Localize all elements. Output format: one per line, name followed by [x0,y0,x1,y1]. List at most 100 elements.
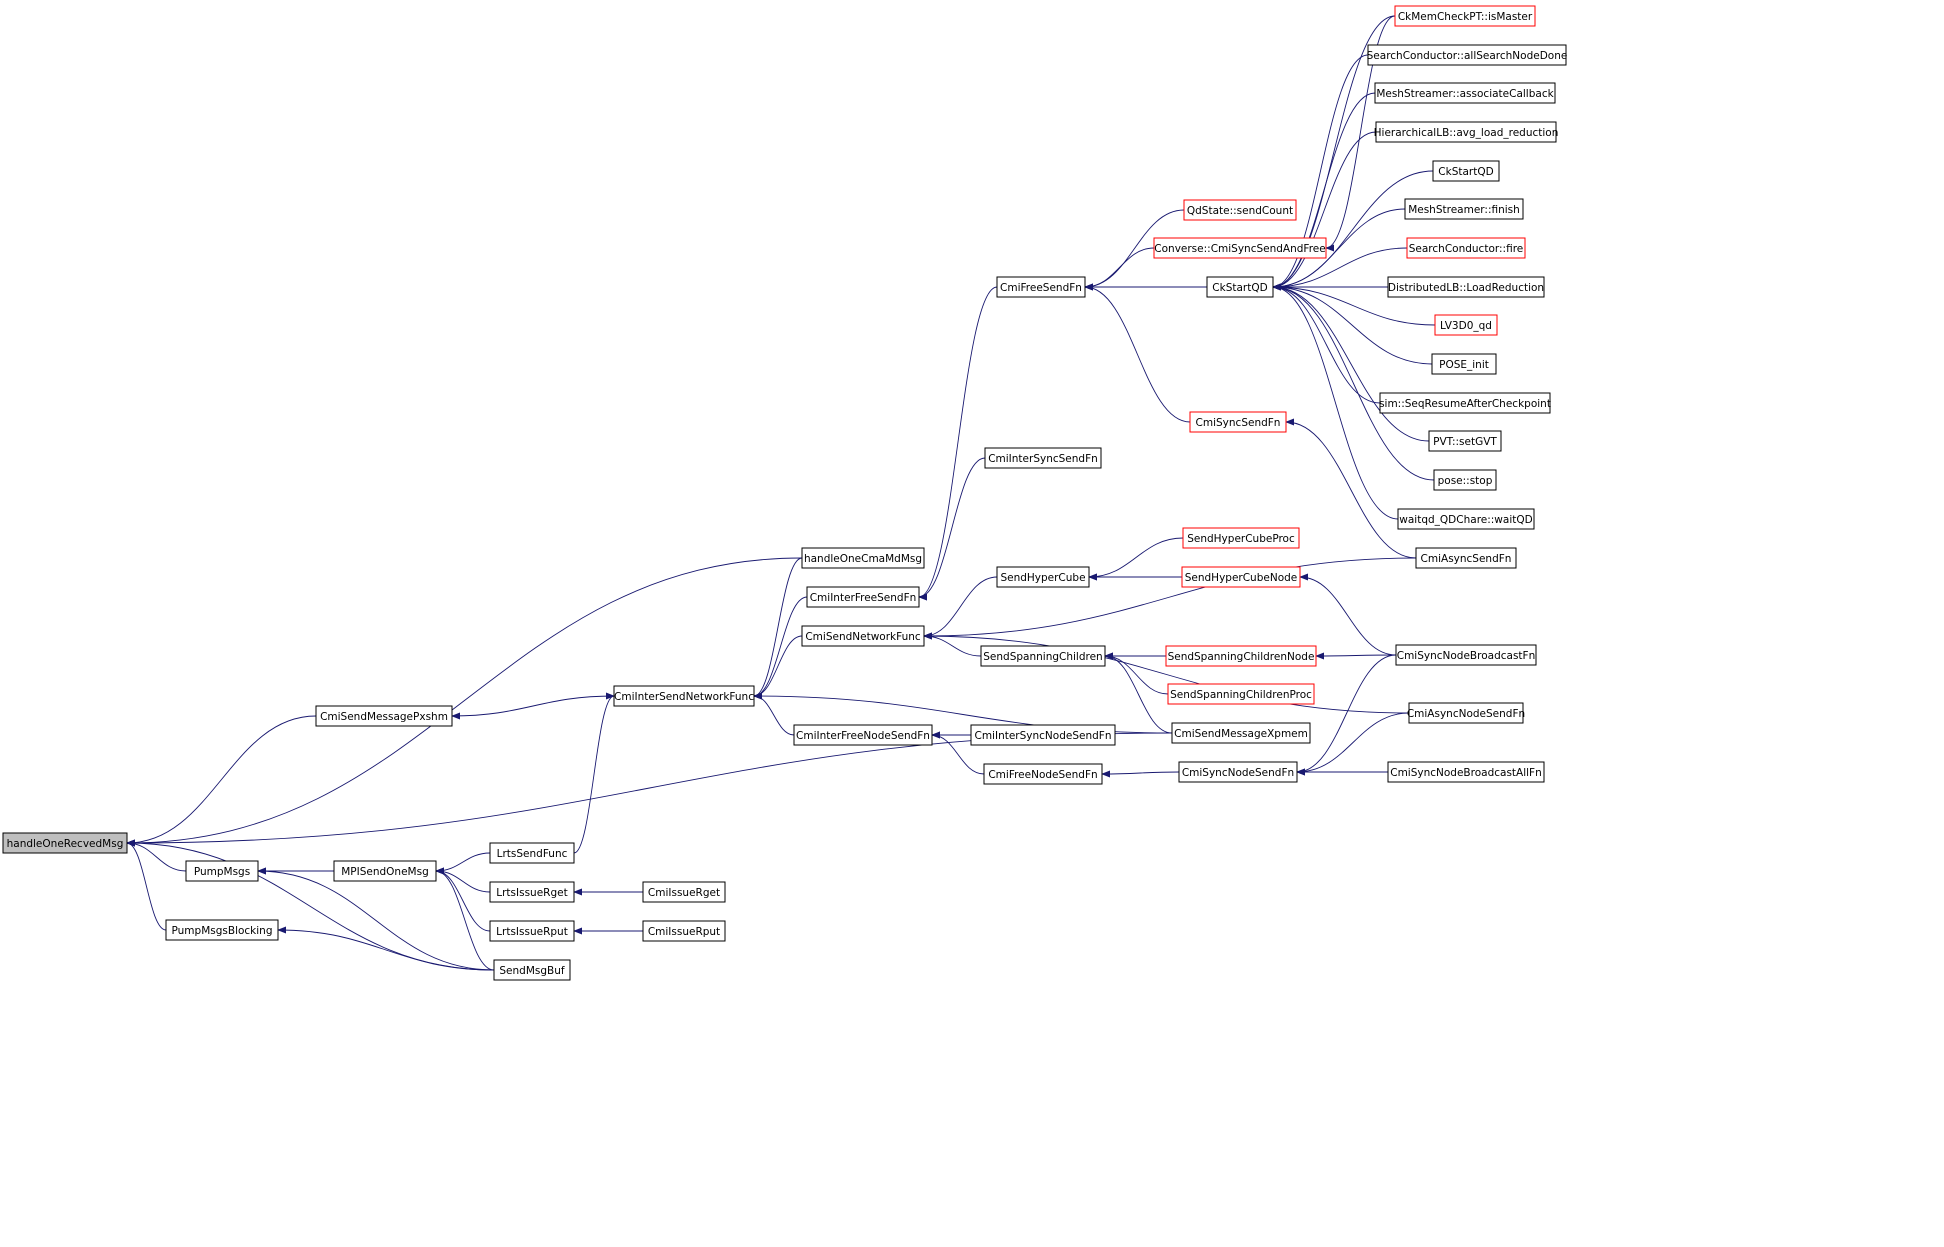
node-cmi-inter-sync-node-send-fn[interactable]: CmiInterSyncNodeSendFn [970,724,1116,746]
edge-cmi-sync-node-broadcast-fn-to-cmi-sync-node-send-fn [1296,654,1397,776]
node-box [1404,198,1524,220]
node-cmi-async-node-send-fn[interactable]: CmiAsyncNodeSendFn [1407,702,1525,724]
node-label: PumpMsgsBlocking [172,925,273,937]
edge-cmi-send-message-xpmem-to-send-spanning-children [1104,652,1173,734]
node-pvtset-gvt[interactable]: PVT::setGVT [1428,430,1502,452]
node-cmi-sync-node-send-fn[interactable]: CmiSyncNodeSendFn [1178,761,1298,783]
node-box [996,566,1090,588]
node-cmi-sync-node-broadcast-all-fn[interactable]: CmiSyncNodeBroadcastAllFn [1387,761,1545,783]
edge-cmi-free-node-send-fn-to-cmi-inter-free-node-send-fn [931,731,985,775]
node-cmi-send-message-pxshm[interactable]: CmiSendMessagePxshm [315,705,453,727]
node-mesh-streamer-associate-callback[interactable]: MeshStreamer::associateCallback [1374,82,1556,104]
node-lrts-send-func[interactable]: LrtsSendFunc [489,842,575,864]
node-send-hyper-cube[interactable]: SendHyperCube [996,566,1090,588]
node-lrts-issue-rput[interactable]: LrtsIssueRput [489,920,575,942]
node-pose-stop[interactable]: pose::stop [1433,469,1497,491]
node-cmi-inter-send-network-func[interactable]: CmiInterSendNetworkFunc [613,685,755,707]
node-qd-state-send-count[interactable]: QdState::sendCount [1183,199,1297,221]
node-box [1167,683,1315,705]
node-poseinit[interactable]: POSE_init [1431,353,1497,375]
node-handle-one-recved-msg[interactable]: handleOneRecvedMsg [2,832,128,854]
node-send-msg-buf[interactable]: SendMsgBuf [493,959,571,981]
node-cmi-inter-sync-send-fn[interactable]: CmiInterSyncSendFn [984,447,1102,469]
node-lrts-issue-rget[interactable]: LrtsIssueRget [489,881,575,903]
node-box [983,763,1103,785]
node-send-spanning-children-node[interactable]: SendSpanningChildrenNode [1165,645,1317,667]
node-cmi-send-message-xpmem[interactable]: CmiSendMessageXpmem [1171,722,1311,744]
node-label: CmiFreeNodeSendFn [988,769,1097,781]
node-cmi-send-network-func[interactable]: CmiSendNetworkFunc [801,625,925,647]
node-mesh-streamer-finish[interactable]: MeshStreamer::finish [1404,198,1524,220]
node-label: CmiInterSyncSendFn [988,453,1098,465]
node-hierarchical-lbavg-load-reduction[interactable]: HierarchicalLB::avg_load_reduction [1374,121,1559,143]
node-send-hyper-cube-node[interactable]: SendHyperCubeNode [1181,566,1301,588]
node-box [489,881,575,903]
node-box [1374,82,1556,104]
node-box [1395,644,1537,666]
node-cmi-sync-node-broadcast-fn[interactable]: CmiSyncNodeBroadcastFn [1395,644,1537,666]
node-cmi-issue-rget[interactable]: CmiIssueRget [642,881,726,903]
node-box [970,724,1116,746]
node-box [1408,702,1524,724]
node-box [1394,5,1536,27]
node-cmi-sync-send-fn[interactable]: CmiSyncSendFn [1189,411,1287,433]
edge-cmi-inter-send-network-func-to-cmi-send-message-pxshm [451,695,615,720]
node-label: Converse::CmiSyncSendAndFree [1154,243,1325,255]
node-box [1182,527,1300,549]
node-send-spanning-children-proc[interactable]: SendSpanningChildrenProc [1167,683,1315,705]
node-label: SearchConductor::fire [1409,243,1524,255]
node-label: SendMsgBuf [499,965,564,977]
node-box [1183,199,1297,221]
node-box [1428,430,1502,452]
edge-mesh-streamer-associate-callback-to-ck-start-qd1 [1272,92,1376,291]
edge-waitqd-qdchare-wait-qd-to-ck-start-qd1 [1272,283,1399,520]
node-box [489,842,575,864]
node-distributed-lbload-reduction[interactable]: DistributedLB::LoadReduction [1387,276,1545,298]
node-ck-mem-check-ptis-master[interactable]: CkMemCheckPT::isMaster [1394,5,1536,27]
node-label: POSE_init [1439,359,1489,371]
node-box [489,920,575,942]
node-lv3-d0qd[interactable]: LV3D0_qd [1434,314,1498,336]
graph-edges [126,15,1436,971]
node-sim-seq-resume-after-checkpoint[interactable]: sim::SeqResumeAfterCheckpoint [1379,392,1551,414]
node-box [1431,353,1497,375]
node-search-conductor-all-search-node-done[interactable]: SearchConductor::allSearchNodeDone [1367,44,1568,66]
node-box [1387,276,1545,298]
node-send-hyper-cube-proc[interactable]: SendHyperCubeProc [1182,527,1300,549]
node-box [1171,722,1311,744]
node-cmi-free-send-fn[interactable]: CmiFreeSendFn [996,276,1086,298]
node-label: MeshStreamer::associateCallback [1376,88,1554,100]
node-ck-start-qd2[interactable]: CkStartQD [1432,160,1500,182]
node-box [613,685,755,707]
edge-send-msg-buf-to-pump-msgs-blocking [277,926,495,971]
node-box [1367,44,1567,66]
node-waitqd-qdchare-wait-qd[interactable]: waitqd_QDChare::waitQD [1397,508,1535,530]
node-box [1206,276,1274,298]
node-label: CmiAsyncNodeSendFn [1407,708,1525,720]
node-ck-start-qd1[interactable]: CkStartQD [1206,276,1274,298]
node-send-spanning-children[interactable]: SendSpanningChildren [980,645,1106,667]
node-label: CmiInterFreeSendFn [810,592,917,604]
edge-cmi-send-message-pxshm-to-handle-one-recved-msg [126,715,317,847]
node-handle-one-cma-md-msg[interactable]: handleOneCmaMdMsg [801,547,925,569]
node-pump-msgs-blocking[interactable]: PumpMsgsBlocking [165,919,279,941]
node-label: QdState::sendCount [1187,205,1293,217]
node-cmi-async-send-fn[interactable]: CmiAsyncSendFn [1415,547,1517,569]
node-cmi-free-node-send-fn[interactable]: CmiFreeNodeSendFn [983,763,1103,785]
edge-search-conductor-fire-to-ck-start-qd1 [1272,247,1408,291]
node-mpisend-one-msg[interactable]: MPISendOneMsg [333,860,437,882]
node-box [1433,469,1497,491]
edge-cmi-sync-node-broadcast-fn-to-send-hyper-cube-node [1299,573,1397,656]
edge-cmi-async-send-fn-to-cmi-sync-send-fn [1285,418,1417,559]
edge-cmi-sync-send-fn-to-cmi-free-send-fn [1084,283,1191,423]
node-cmi-inter-free-node-send-fn[interactable]: CmiInterFreeNodeSendFn [793,724,933,746]
node-cmi-inter-free-send-fn[interactable]: CmiInterFreeSendFn [806,586,920,608]
node-label: pose::stop [1438,475,1493,487]
node-pump-msgs[interactable]: PumpMsgs [185,860,259,882]
node-converse-cmi-sync-send-and-free[interactable]: Converse::CmiSyncSendAndFree [1153,237,1327,259]
node-label: CmiInterSendNetworkFunc [614,691,754,703]
node-box [801,547,925,569]
edge-lv3-d0qd-to-ck-start-qd1 [1272,283,1436,326]
node-search-conductor-fire[interactable]: SearchConductor::fire [1406,237,1526,259]
node-cmi-issue-rput[interactable]: CmiIssueRput [642,920,726,942]
